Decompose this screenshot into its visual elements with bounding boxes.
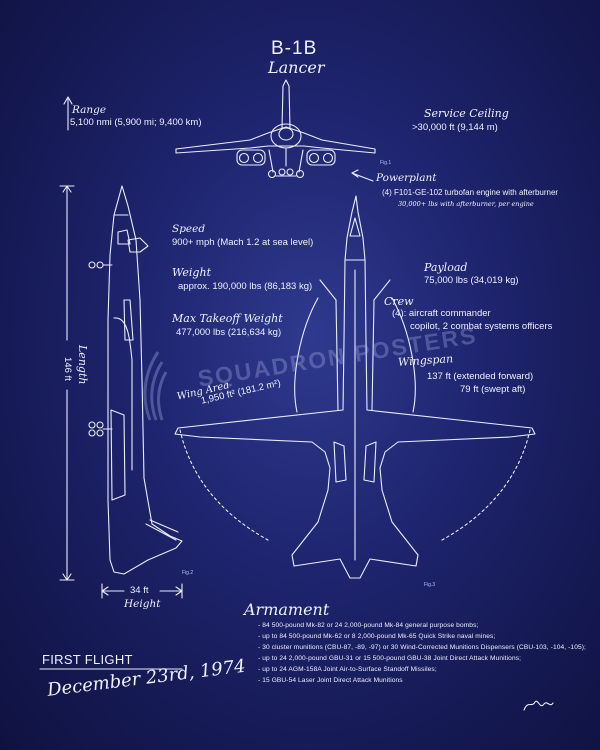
aircraft-title: B-1B xyxy=(271,38,318,59)
wingspan-extended: 137 ft (extended forward) xyxy=(427,371,534,382)
service-ceiling-value: >30,000 ft (9,144 m) xyxy=(412,122,498,133)
speed-value: 900+ mph (Mach 1.2 at sea level) xyxy=(172,237,314,248)
wing-sweep-arcs xyxy=(179,429,531,541)
powerplant-thrust: 30,000+ lbs with afterburner, per engine xyxy=(398,200,534,208)
artist-signature xyxy=(523,700,554,711)
height-label: Height xyxy=(124,598,161,610)
armament-title: Armament xyxy=(244,600,330,619)
top-view-drawing xyxy=(174,195,536,579)
fig2-label: Fig.2 xyxy=(182,570,194,576)
first-flight-label: FIRST FLIGHT xyxy=(42,652,133,667)
length-label: Length xyxy=(76,345,89,385)
fig3-label: Fig.3 xyxy=(424,582,436,588)
armament-item-4: - up to 24 2,000-pound GBU-31 or 15 500-… xyxy=(258,655,522,662)
watermark-emblem xyxy=(143,351,168,421)
armament-item-2: - up to 84 500-pound Mk-62 or 8 2,000-po… xyxy=(258,633,496,640)
weight-label: Weight xyxy=(172,266,211,279)
payload-label: Payload xyxy=(424,261,468,274)
armament-item-3: - 30 cluster munitions (CBU-87, -89, -97… xyxy=(258,644,586,651)
crew-label: Crew xyxy=(384,295,414,308)
powerplant-arrow xyxy=(351,169,374,182)
range-value: 5,100 nmi (5,900 mi; 9,400 km) xyxy=(70,117,202,128)
max-takeoff-weight-label: Max Takeoff Weight xyxy=(172,312,283,325)
side-view-drawing xyxy=(88,185,183,575)
crew-line-2: copilot, 2 combat systems officers xyxy=(410,321,553,332)
speed-label: Speed xyxy=(172,223,206,235)
max-takeoff-weight-value: 477,000 lbs (216,634 kg) xyxy=(176,327,282,338)
fig1-label: Fig.1 xyxy=(380,160,392,166)
aircraft-subtitle: Lancer xyxy=(268,58,325,77)
range-label: Range xyxy=(72,104,107,116)
length-dimension xyxy=(59,185,75,581)
height-dimension xyxy=(101,583,183,599)
powerplant-label: Powerplant xyxy=(376,172,437,184)
crew-line-1: (4): aircraft commander xyxy=(392,308,491,319)
weight-value: approx. 190,000 lbs (86,183 kg) xyxy=(178,281,313,292)
payload-value: 75,000 lbs (34,019 kg) xyxy=(424,275,519,286)
powerplant-value: (4) F101-GE-102 turbofan engine with aft… xyxy=(382,188,559,197)
front-view-drawing xyxy=(175,79,376,179)
height-value: 34 ft xyxy=(130,585,149,596)
length-value: 146 ft xyxy=(62,357,73,381)
wingspan-swept: 79 ft (swept aft) xyxy=(460,384,526,395)
service-ceiling-label: Service Ceiling xyxy=(424,107,509,120)
armament-item-5: - up to 24 AGM-158A Joint Air-to-Surface… xyxy=(258,666,437,673)
armament-item-6: - 15 GBU-54 Laser Joint Direct Attack Mu… xyxy=(258,677,403,684)
armament-item-1: - 84 500-pound Mk-82 or 24 2,000-pound M… xyxy=(258,622,479,629)
